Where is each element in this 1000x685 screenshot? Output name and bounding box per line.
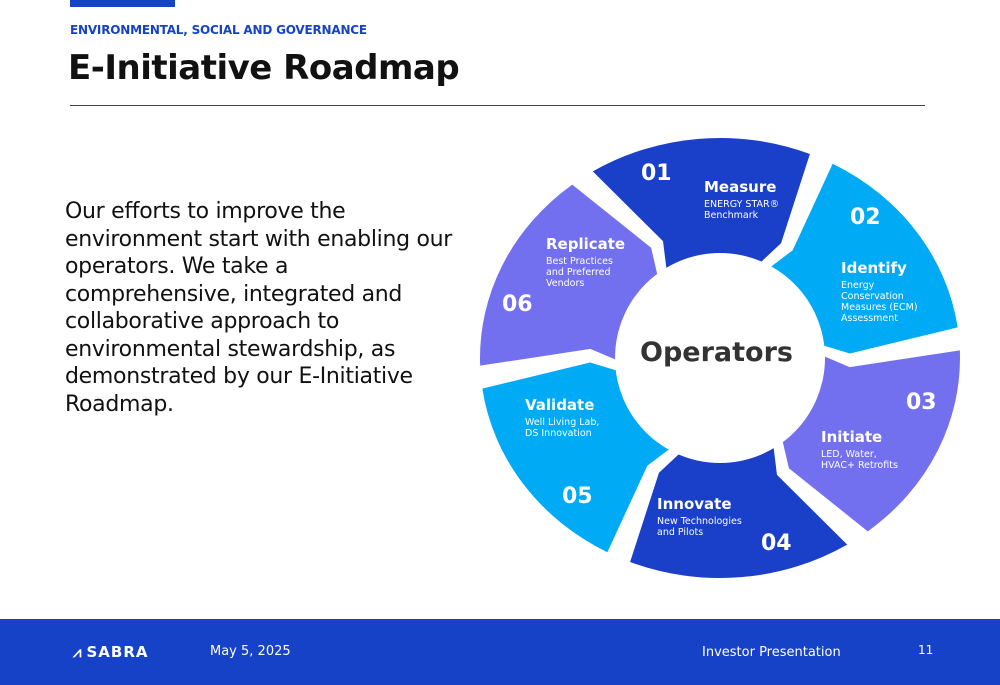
section-eyebrow: ENVIRONMENTAL, SOCIAL AND GOVERNANCE <box>70 23 367 37</box>
segment-replicate <box>480 184 659 366</box>
footer-date: May 5, 2025 <box>210 644 291 659</box>
company-logo: ⩘SABRA <box>73 643 149 661</box>
footer: ⩘SABRA May 5, 2025 Investor Presentation… <box>0 619 1000 685</box>
step-number: 05 <box>562 484 593 509</box>
step-number: 01 <box>641 161 672 186</box>
segment-initiate <box>781 350 960 532</box>
step-number: 06 <box>502 292 533 317</box>
step-number: 04 <box>761 531 792 556</box>
center-circle <box>615 253 825 463</box>
segment-identify <box>766 163 958 354</box>
segment-innovate <box>630 442 848 578</box>
step-number: 02 <box>850 205 881 230</box>
page-number: 11 <box>918 643 934 657</box>
segment-validate <box>482 362 674 553</box>
body-text: Our efforts to improve the environment s… <box>65 199 453 417</box>
step-number: 03 <box>906 390 937 415</box>
center-label: Operators <box>640 337 793 368</box>
accent-bar <box>70 0 175 7</box>
page-title: E-Initiative Roadmap <box>68 48 460 88</box>
sail-icon: ⩘ <box>73 643 83 661</box>
divider <box>70 105 925 106</box>
segment-measure <box>592 137 810 274</box>
footer-label: Investor Presentation <box>702 645 841 660</box>
